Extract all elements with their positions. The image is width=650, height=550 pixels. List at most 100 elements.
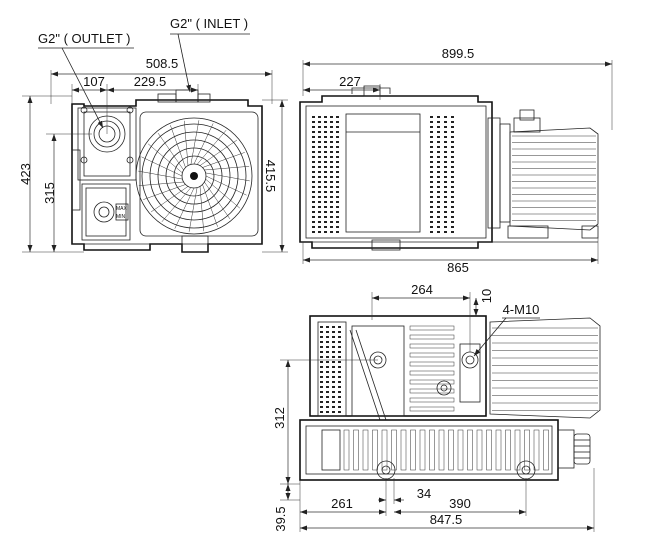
vent-hole bbox=[336, 116, 339, 118]
base-fin bbox=[438, 429, 445, 471]
vent-hole bbox=[312, 121, 315, 123]
base-fin bbox=[505, 429, 511, 471]
vent-hole bbox=[338, 346, 341, 348]
base-fin bbox=[524, 429, 530, 471]
fan-spoke bbox=[184, 120, 189, 166]
vent-hole bbox=[451, 151, 454, 153]
vent-hole bbox=[330, 141, 333, 143]
vent-hole bbox=[320, 326, 323, 328]
vent-hole bbox=[330, 201, 333, 203]
vent-hole bbox=[312, 141, 315, 143]
vent-hole bbox=[332, 396, 335, 398]
vent-hole bbox=[451, 116, 454, 118]
vent-hole bbox=[326, 396, 329, 398]
base-fin bbox=[391, 429, 397, 471]
vent-hole bbox=[336, 191, 339, 193]
vent-hole bbox=[430, 171, 433, 173]
base-fin bbox=[486, 429, 492, 471]
vent-hole bbox=[332, 411, 335, 413]
vent-hole bbox=[338, 366, 341, 368]
vent-hole bbox=[451, 141, 454, 143]
vent-hole bbox=[437, 136, 440, 138]
vent-hole bbox=[326, 371, 329, 373]
vent-slot bbox=[409, 334, 455, 340]
vent-hole bbox=[437, 141, 440, 143]
motor-top-fins bbox=[492, 327, 598, 411]
vent-hole bbox=[444, 191, 447, 193]
vent-hole bbox=[451, 156, 454, 158]
fan-spoke bbox=[205, 172, 250, 182]
vent-hole bbox=[312, 226, 315, 228]
top-vent-grid-left bbox=[320, 326, 341, 413]
vent-hole bbox=[332, 361, 335, 363]
vent-hole bbox=[336, 121, 339, 123]
vent-hole bbox=[437, 231, 440, 233]
vent-hole bbox=[330, 171, 333, 173]
vent-hole bbox=[451, 136, 454, 138]
base-fin bbox=[429, 429, 435, 471]
vent-hole bbox=[330, 146, 333, 148]
base-fin bbox=[533, 429, 540, 471]
base-fin bbox=[476, 429, 483, 471]
vent-hole bbox=[318, 171, 321, 173]
vent-hole bbox=[451, 171, 454, 173]
vent-hole bbox=[326, 356, 329, 358]
vent-hole bbox=[336, 216, 339, 218]
vent-hole bbox=[324, 161, 327, 163]
vent-hole bbox=[324, 176, 327, 178]
vent-hole bbox=[326, 401, 329, 403]
vent-hole bbox=[338, 396, 341, 398]
fan-spoke bbox=[188, 187, 198, 232]
vent-hole bbox=[320, 371, 323, 373]
vent-hole bbox=[330, 156, 333, 158]
vent-hole bbox=[451, 231, 454, 233]
vent-hole bbox=[437, 191, 440, 193]
vent-hole bbox=[312, 156, 315, 158]
dim-107: 107 bbox=[83, 74, 105, 89]
vent-hole bbox=[336, 221, 339, 223]
vent-hole bbox=[332, 381, 335, 383]
vent-hole bbox=[332, 336, 335, 338]
vent-hole bbox=[444, 221, 447, 223]
vent-hole bbox=[318, 201, 321, 203]
vent-slot bbox=[409, 361, 455, 367]
dim-39-5: 39.5 bbox=[273, 506, 288, 531]
dim-10: 10 bbox=[479, 289, 494, 303]
vent-hole bbox=[451, 186, 454, 188]
vent-hole bbox=[330, 126, 333, 128]
vent-hole bbox=[430, 141, 433, 143]
vent-hole bbox=[451, 126, 454, 128]
vent-hole bbox=[332, 401, 335, 403]
vent-hole bbox=[318, 141, 321, 143]
vent-hole bbox=[437, 131, 440, 133]
vent-hole bbox=[312, 196, 315, 198]
vent-hole bbox=[332, 346, 335, 348]
fan-spoke bbox=[199, 186, 204, 232]
vent-hole bbox=[318, 221, 321, 223]
top-vent-slots bbox=[409, 325, 455, 412]
vent-hole bbox=[330, 231, 333, 233]
vent-hole bbox=[437, 161, 440, 163]
base-fin bbox=[372, 429, 378, 471]
vent-hole bbox=[326, 411, 329, 413]
fan-spoke bbox=[141, 156, 183, 177]
vent-hole bbox=[312, 176, 315, 178]
vent-hole bbox=[330, 186, 333, 188]
vent-hole bbox=[312, 171, 315, 173]
vent-hole bbox=[324, 166, 327, 168]
vent-hole bbox=[330, 166, 333, 168]
vent-hole bbox=[336, 126, 339, 128]
vent-hole bbox=[451, 201, 454, 203]
vent-hole bbox=[338, 386, 341, 388]
vent-hole bbox=[336, 231, 339, 233]
vent-hole bbox=[437, 216, 440, 218]
vent-hole bbox=[324, 171, 327, 173]
outlet-callout: G2" ( OUTLET ) bbox=[38, 31, 131, 46]
vent-hole bbox=[451, 221, 454, 223]
fan-spoke bbox=[161, 187, 192, 223]
vent-hole bbox=[430, 121, 433, 123]
vent-hole bbox=[326, 381, 329, 383]
vent-hole bbox=[320, 411, 323, 413]
vent-slot bbox=[409, 325, 455, 331]
